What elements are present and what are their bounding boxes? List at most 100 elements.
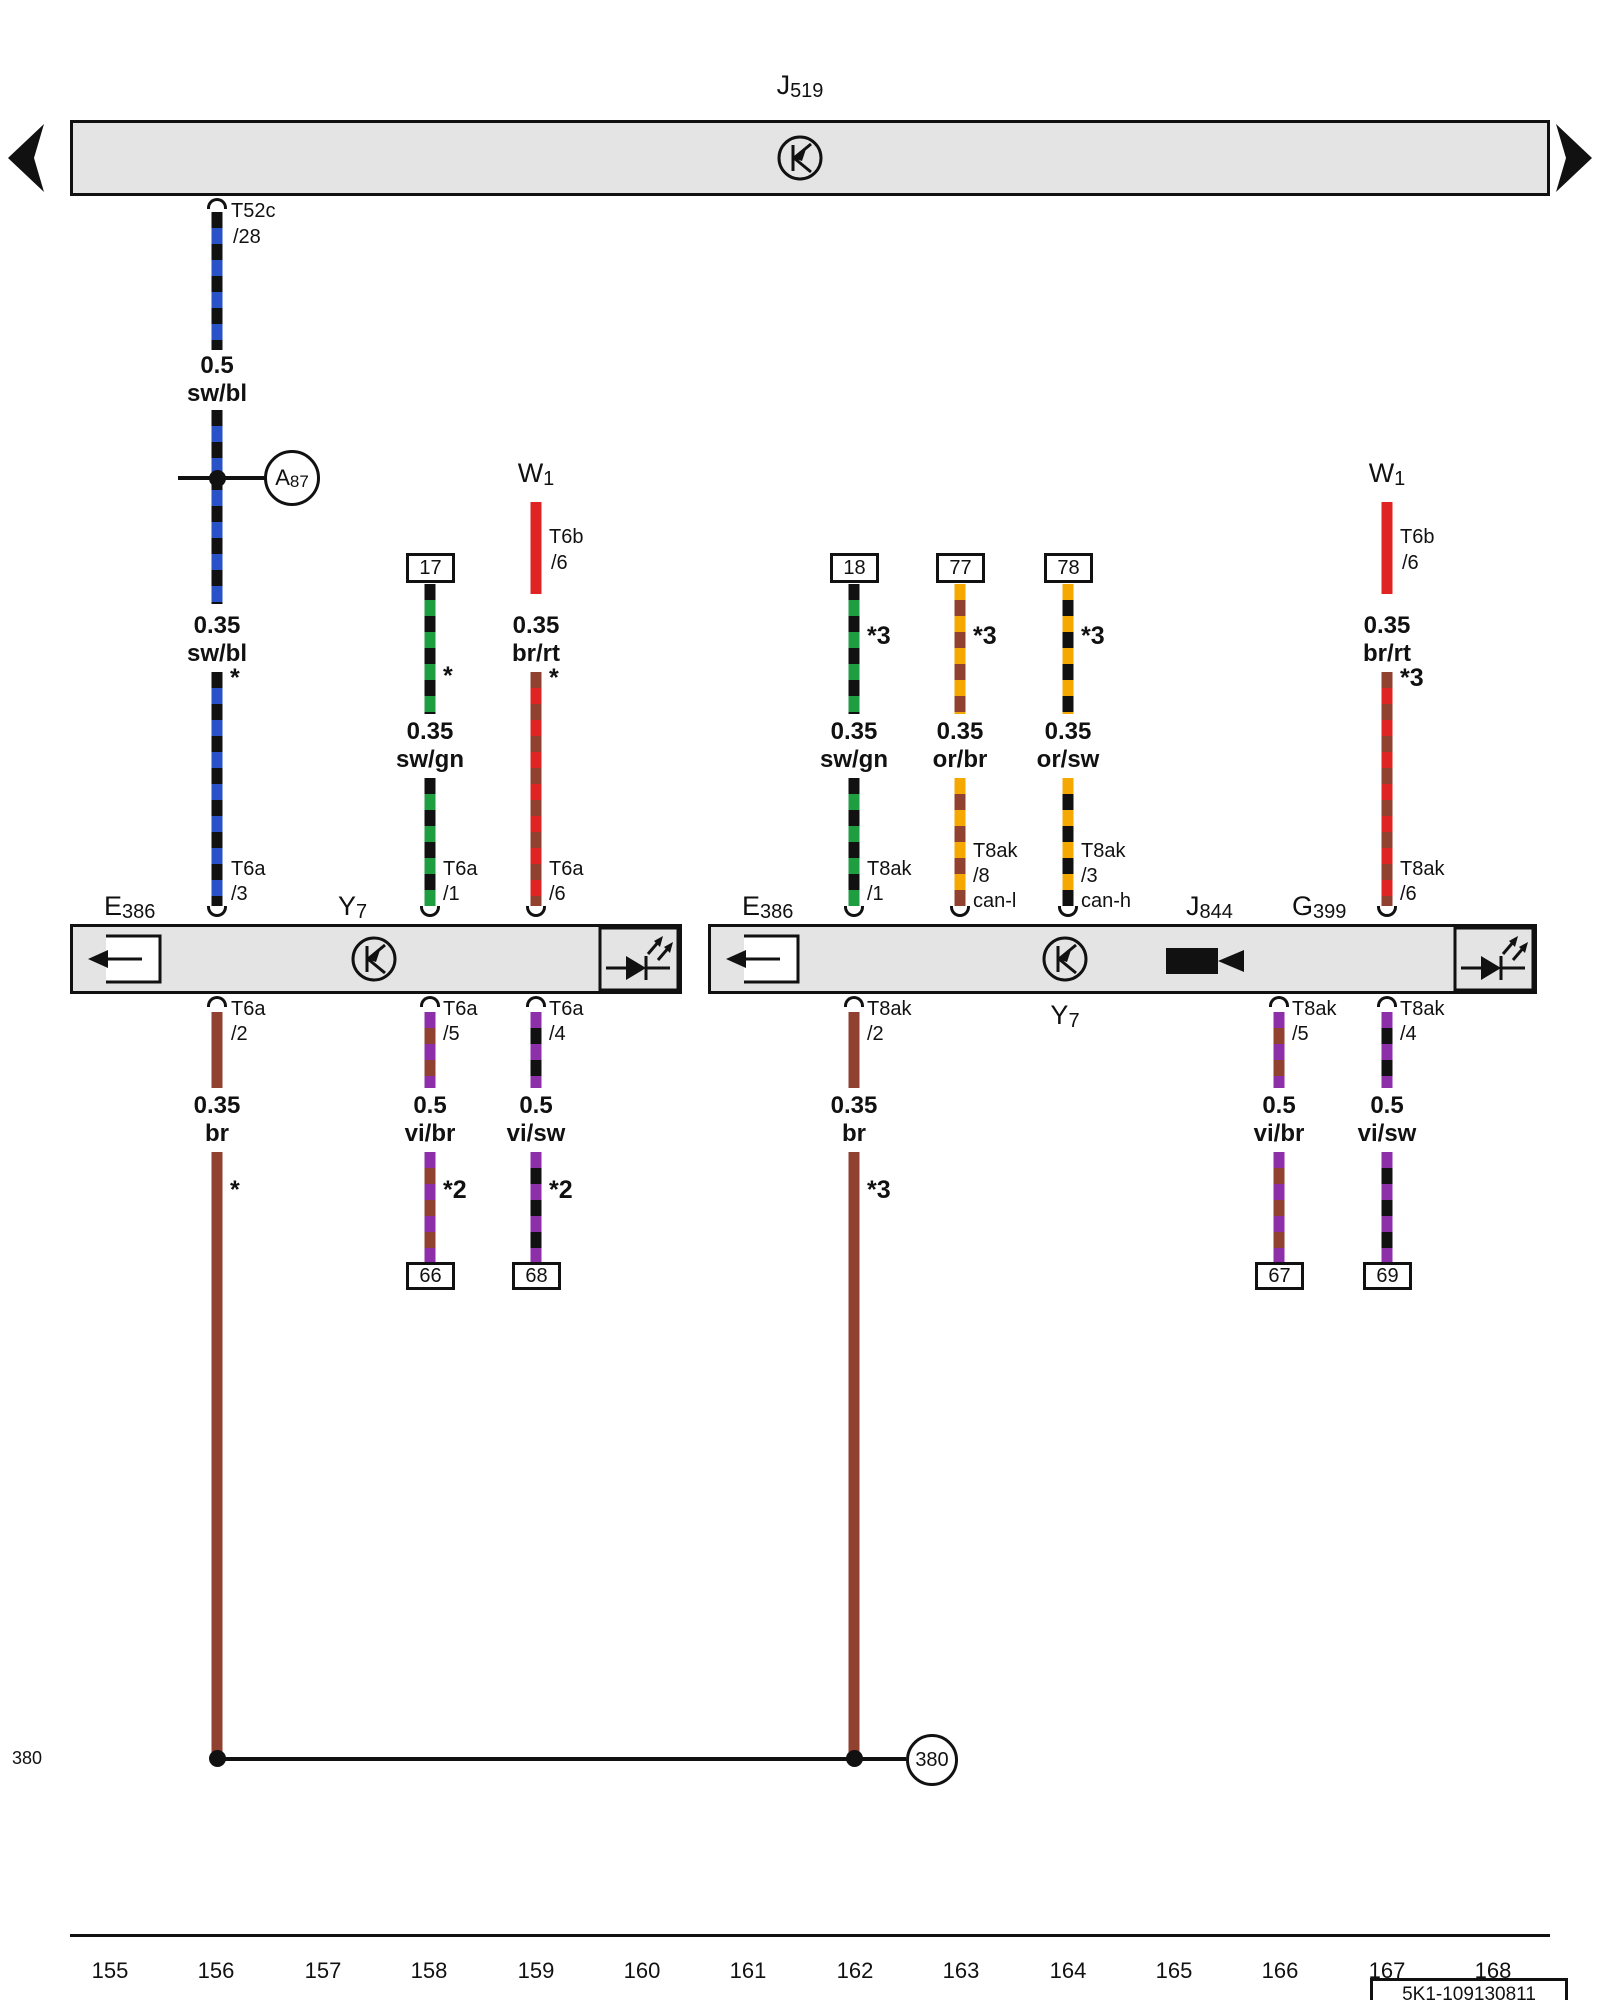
- terminal-label: T8ak: [1292, 998, 1337, 1020]
- footnote-star: *: [549, 664, 559, 692]
- wire-segment: [1273, 1152, 1285, 1262]
- component-letter: Y: [338, 891, 357, 921]
- terminal-pin-label: /4: [549, 1023, 566, 1045]
- ground-junction-dot: [846, 1750, 863, 1767]
- wire-gauge-label: 0.35: [193, 612, 241, 639]
- wire-node-17: 17: [406, 553, 455, 583]
- wire-color-label: vi/sw: [1357, 1120, 1417, 1147]
- wire-segment: [530, 1012, 542, 1088]
- terminal-label: T6a: [443, 858, 478, 880]
- wire-segment: [1273, 1012, 1285, 1088]
- wire-color-label: vi/br: [1253, 1120, 1305, 1147]
- wire-segment: [1381, 672, 1393, 906]
- terminal-pin-label: /4: [1400, 1023, 1417, 1045]
- terminal-pin-label: /28: [233, 226, 261, 248]
- terminal-pin-label: /3: [1081, 865, 1098, 887]
- terminal-pin-label: /6: [1400, 883, 1417, 905]
- wire-segment: [848, 1012, 860, 1088]
- component-letter: E: [742, 891, 761, 921]
- photodiode-icon: [1453, 926, 1535, 992]
- grid-number: 155: [91, 1958, 129, 1983]
- component-box-right: [708, 924, 1537, 994]
- component-number: 386: [760, 901, 794, 923]
- terminal-label: T6a: [549, 858, 584, 880]
- bus-name-label: can-l: [973, 890, 1017, 912]
- connector-icon: [1058, 906, 1078, 917]
- ground-rail-label: 380: [12, 1748, 43, 1768]
- component-number: 87: [289, 472, 309, 491]
- grid-number: 159: [517, 1958, 555, 1983]
- component-letter: J: [1186, 891, 1200, 921]
- bus-bar-j519: [70, 120, 1550, 196]
- component-number: 386: [122, 901, 156, 923]
- component-number: 399: [1313, 901, 1347, 923]
- component-letter: W: [1368, 458, 1395, 488]
- grid-number: 156: [197, 1958, 235, 1983]
- terminal-pin-label: /5: [443, 1023, 460, 1045]
- component-letter: G: [1292, 891, 1314, 921]
- wire-segment: [1381, 502, 1393, 594]
- terminal-pin-label: /6: [1402, 552, 1419, 574]
- component-label-w1-right: W1: [1368, 458, 1406, 490]
- terminal-label: T6a: [231, 998, 266, 1020]
- component-label-j844: J844: [1186, 891, 1233, 923]
- component-letter: J: [776, 70, 791, 100]
- wire-gauge-label: 0.5: [1262, 1092, 1296, 1119]
- terminal-label: T8ak: [867, 998, 912, 1020]
- grid-number: 165: [1155, 1958, 1193, 1983]
- wire-node-18: 18: [830, 553, 879, 583]
- wire-color-label: or/sw: [1036, 746, 1100, 773]
- connector-plug-icon: [88, 934, 162, 984]
- wire-gauge-label: 0.35: [1363, 612, 1411, 639]
- component-letter: W: [517, 458, 544, 488]
- terminal-pin-label: /6: [549, 883, 566, 905]
- terminal-label: T6b: [549, 526, 584, 548]
- terminal-label: T6a: [549, 998, 584, 1020]
- wire-color-label: vi/sw: [506, 1120, 566, 1147]
- wire-segment: [424, 584, 436, 714]
- grid-number: 166: [1261, 1958, 1299, 1983]
- wire-color-label: br/rt: [512, 640, 560, 667]
- connector-icon: [207, 906, 227, 917]
- wire-gauge-label: 0.35: [1044, 718, 1092, 745]
- footnote-star: *2: [549, 1176, 573, 1204]
- connector-icon: [844, 906, 864, 917]
- control-unit-icon: [1042, 936, 1088, 982]
- connector-icon: [526, 996, 546, 1007]
- wire-segment: [530, 672, 542, 906]
- terminal-label: T52c: [231, 200, 276, 222]
- wire-gauge-label: 0.35: [193, 1092, 241, 1119]
- wire-segment: [848, 584, 860, 714]
- camera-icon: [1166, 948, 1244, 974]
- wire-node-69: 69: [1363, 1262, 1412, 1290]
- grid-number: 164: [1049, 1958, 1087, 1983]
- connector-icon: [950, 906, 970, 917]
- wire-gauge-label: 0.5: [200, 352, 234, 379]
- connector-t52c-icon: [207, 198, 227, 209]
- junction-label: A87: [275, 465, 309, 491]
- wire-color-label: vi/br: [404, 1120, 456, 1147]
- diagram-part-number: 5K1-109130811: [1370, 1978, 1568, 2000]
- component-label-w1-left: W1: [517, 458, 555, 490]
- wire-segment: [530, 1152, 542, 1262]
- junction-dot: [209, 470, 226, 487]
- wire-gauge-label: 0.35: [406, 718, 454, 745]
- component-letter: Y: [1050, 1000, 1069, 1030]
- wire-segment: [848, 778, 860, 906]
- component-letter: E: [104, 891, 123, 921]
- connector-icon: [1269, 996, 1289, 1007]
- component-label-e386-right: E386: [742, 891, 794, 923]
- wire-segment: [211, 1152, 223, 1760]
- wire-segment: [424, 1012, 436, 1088]
- terminal-label: T8ak: [973, 840, 1018, 862]
- grid-number: 161: [729, 1958, 767, 1983]
- terminal-label: T6b: [1400, 526, 1435, 548]
- junction-a87: A87: [264, 450, 320, 506]
- terminal-pin-label: /6: [551, 552, 568, 574]
- grid-number: 158: [410, 1958, 448, 1983]
- wire-gauge-label: 0.35: [512, 612, 560, 639]
- component-number: 1: [1394, 468, 1406, 490]
- wire-segment: [211, 1012, 223, 1088]
- terminal-label: T6a: [443, 998, 478, 1020]
- wire-color-label: sw/bl: [186, 380, 248, 407]
